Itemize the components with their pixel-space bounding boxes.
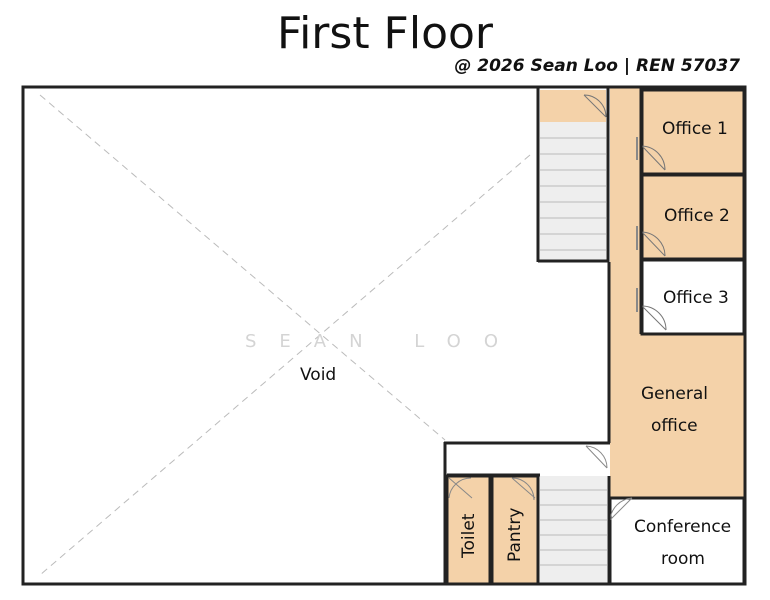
general-office-label-line1: General: [641, 384, 708, 404]
office-3-door: [641, 305, 667, 331]
conference-label-line2: room: [661, 549, 705, 569]
office-2-door: [641, 231, 666, 257]
pantry-door: [511, 477, 536, 501]
void-diagonal-1: [39, 94, 446, 441]
watermark-text: SEAN LOO: [245, 331, 521, 352]
office-1-room: [640, 88, 746, 176]
page-title: First Floor: [276, 8, 494, 59]
outer-wall: [21, 85, 747, 586]
upper-stair-treads: [540, 137, 606, 251]
office-2-label: Office 2: [664, 206, 730, 226]
office-1-label: Office 1: [662, 119, 728, 139]
upper-stairs: [540, 122, 606, 260]
upper-landing: [540, 90, 606, 122]
toilet-label: Toilet: [459, 513, 479, 559]
lower-stair-treads: [540, 489, 607, 566]
pantry-label: Pantry: [505, 508, 525, 562]
general-office-label-line2: office: [651, 416, 698, 436]
office-1-door: [641, 145, 666, 171]
conference-room: [608, 496, 746, 586]
upper-landing-door: [583, 94, 607, 118]
lower-stairs: [540, 476, 607, 584]
copyright-text: @ 2026 Sean Loo | REN 57037: [454, 56, 740, 76]
conference-label-line1: Conference: [634, 517, 731, 537]
void-label: Void: [300, 365, 336, 385]
lower-corridor-door: [585, 445, 608, 469]
office-3-label: Office 3: [663, 288, 729, 308]
office-2-room: [640, 173, 746, 261]
lower-corridor: [447, 444, 607, 474]
toilet-door: [448, 477, 473, 499]
